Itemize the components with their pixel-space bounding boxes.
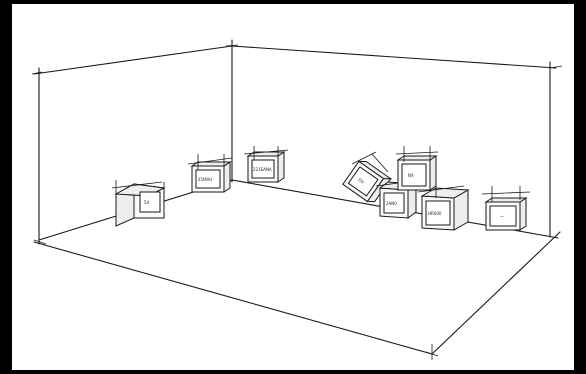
sketch-canvas: 54 25MAU 221EANA (12, 4, 574, 370)
monitor-label: 54 (144, 200, 150, 205)
monitor-1: 54 (112, 180, 164, 226)
monitor-label: HRS00 (428, 211, 442, 216)
room-walls (32, 40, 562, 360)
monitor-6: NA (396, 146, 438, 190)
monitor-8: — (482, 186, 530, 230)
monitor-3: 221EANA (244, 146, 288, 182)
monitor-label: NA (408, 173, 414, 178)
monitor-label: — (500, 214, 504, 219)
monitor-label: 2AN0 (386, 201, 397, 206)
room-sketch: 54 25MAU 221EANA (12, 4, 574, 370)
monitor-label: 221EANA (253, 167, 272, 172)
monitor-label: 25MAU (198, 177, 212, 182)
monitor-2: 25MAU (188, 154, 232, 192)
